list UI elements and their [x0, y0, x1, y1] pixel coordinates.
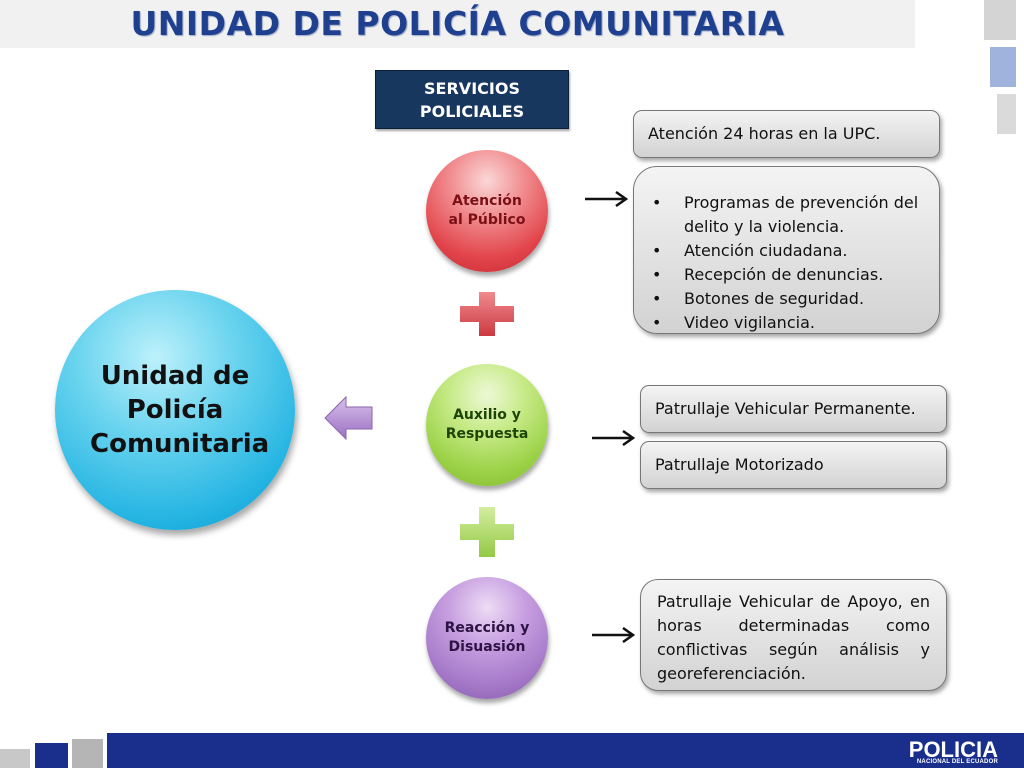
deco-square-3: [997, 94, 1016, 134]
box-atencion-list: Programas de prevención del delito y la …: [633, 166, 940, 335]
box-patrullaje-motorizado: Patrullaje Motorizado: [640, 441, 947, 489]
atencion-list: Programas de prevención del delito y la …: [648, 191, 925, 335]
right-arrow-icon-1: [585, 191, 629, 207]
box-atencion-24h-text: Atención 24 horas en la UPC.: [648, 124, 881, 143]
list-item: Video vigilancia.: [652, 311, 925, 335]
right-arrow-icon-2: [592, 430, 636, 446]
box-patrullaje-apoyo: Patrullaje Vehicular de Apoyo, en horas …: [640, 579, 947, 691]
page-title: UNIDAD DE POLICÍA COMUNITARIA: [130, 4, 785, 43]
node-auxilio-respuesta-label: Auxilio y Respuesta: [445, 407, 529, 442]
deco-square-2: [990, 47, 1016, 87]
footer-square-3: [72, 739, 103, 768]
footer-square-2: [35, 743, 68, 768]
list-item: Recepción de denuncias.: [652, 263, 925, 287]
box-patrullaje-motorizado-text: Patrullaje Motorizado: [655, 455, 824, 474]
footer-logo-text: POLICIA: [908, 737, 998, 762]
footer-bar: [107, 733, 1024, 768]
footer-square-1: [0, 749, 30, 768]
plus-icon-green: [460, 507, 514, 557]
box-patrullaje-apoyo-text: Patrullaje Vehicular de Apoyo, en horas …: [657, 592, 930, 683]
list-item: Botones de seguridad.: [652, 287, 925, 311]
node-auxilio-respuesta: Auxilio y Respuesta: [426, 364, 548, 486]
services-label: SERVICIOS POLICIALES: [419, 78, 525, 121]
plus-icon-red: [460, 292, 514, 336]
left-arrow-icon: [324, 395, 373, 441]
main-node-circle: Unidad de Policía Comunitaria: [55, 290, 295, 530]
node-reaccion-disuasion: Reacción y Disuasión: [426, 577, 548, 699]
box-patrullaje-permanente-text: Patrullaje Vehicular Permanente.: [655, 399, 916, 418]
node-reaccion-disuasion-label: Reacción y Disuasión: [444, 620, 530, 655]
right-arrow-icon-3: [592, 627, 636, 643]
list-item: Atención ciudadana.: [652, 239, 925, 263]
list-item: Programas de prevención del delito y la …: [652, 191, 925, 239]
title-bar: [0, 0, 915, 48]
deco-square-1: [984, 0, 1016, 40]
footer-logo-subtext: NACIONAL DEL ECUADOR: [916, 759, 998, 765]
main-node-label: Unidad de Policía Comunitaria: [90, 361, 270, 459]
node-atencion-publico-label: Atención al Público: [448, 193, 526, 228]
services-header: SERVICIOS POLICIALES: [375, 70, 569, 129]
box-patrullaje-permanente: Patrullaje Vehicular Permanente.: [640, 385, 947, 433]
node-atencion-publico: Atención al Público: [426, 150, 548, 272]
box-atencion-24h: Atención 24 horas en la UPC.: [633, 110, 940, 158]
